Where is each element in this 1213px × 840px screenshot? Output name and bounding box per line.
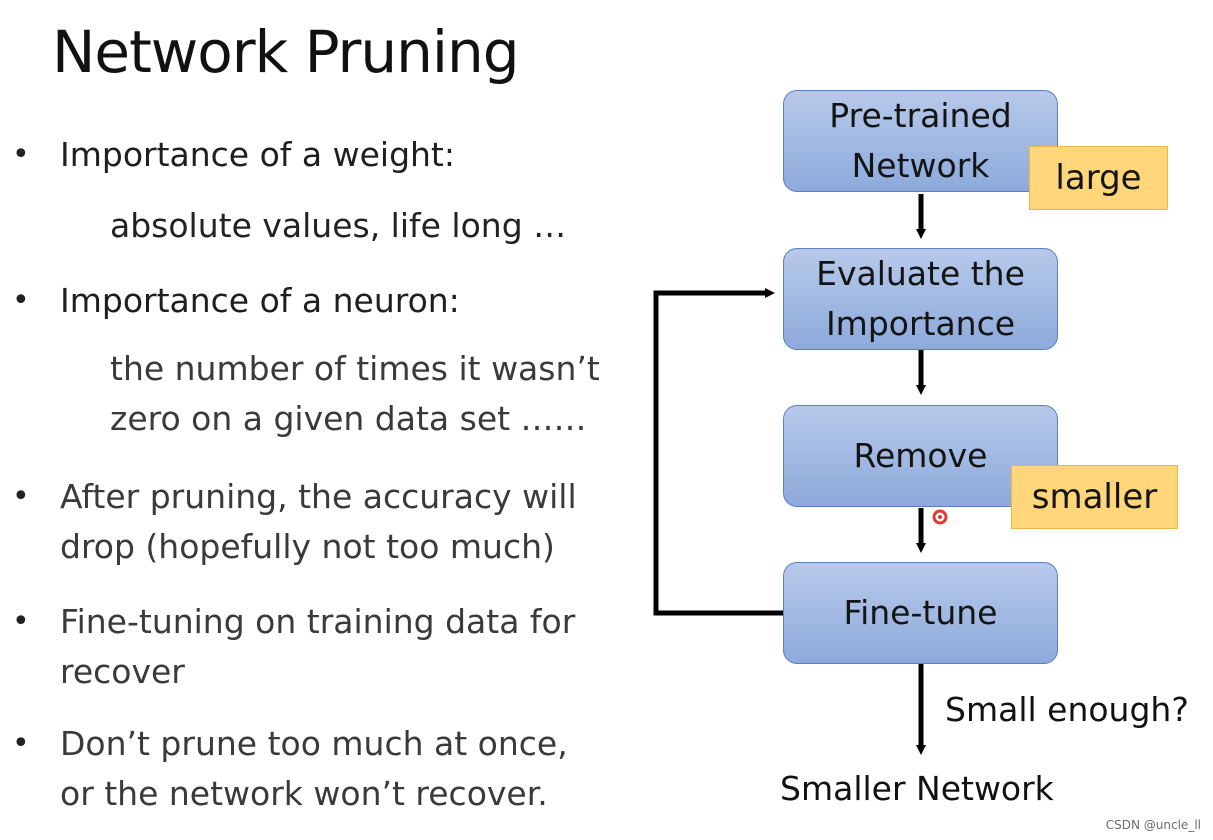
box-label-line2: Importance bbox=[825, 304, 1016, 343]
bullet-fine-tuning: • Fine-tuning on training data for recov… bbox=[12, 597, 576, 697]
sub-neuron-detail-line1: the number of times it wasn’t bbox=[110, 349, 600, 388]
result-smaller-network: Smaller Network bbox=[780, 769, 1054, 808]
bullet-dot-icon: • bbox=[12, 137, 30, 172]
bullet-dont-prune-too-much: • Don’t prune too much at once, or the n… bbox=[12, 719, 568, 819]
bullet-text-line2: recover bbox=[60, 652, 185, 691]
bullet-text-line2: or the network won’t recover. bbox=[60, 774, 548, 813]
bullet-dot-icon: • bbox=[12, 726, 30, 761]
box-label-line1: Evaluate the bbox=[816, 254, 1025, 293]
box-evaluate-importance: Evaluate the Importance bbox=[783, 248, 1058, 350]
slide-title: Network Pruning bbox=[52, 18, 520, 86]
bullet-text-line1: After pruning, the accuracy will bbox=[60, 477, 577, 516]
bullet-text-line1: Fine-tuning on training data for bbox=[60, 602, 576, 641]
bullet-text: Importance of a neuron: bbox=[60, 281, 460, 320]
box-label-line2: Network bbox=[851, 146, 990, 185]
cursor-dot-icon bbox=[932, 509, 948, 525]
sub-neuron-detail-line2: zero on a given data set …… bbox=[110, 399, 587, 438]
question-small-enough: Small enough? bbox=[945, 690, 1189, 729]
bullet-text-line1: Don’t prune too much at once, bbox=[60, 724, 568, 763]
box-pretrained-network: Pre-trained Network bbox=[783, 90, 1058, 192]
bullet-dot-icon: • bbox=[12, 479, 30, 514]
box-fine-tune: Fine-tune bbox=[783, 562, 1058, 664]
tag-smaller: smaller bbox=[1011, 465, 1178, 529]
bullet-weight-importance: • Importance of a weight: bbox=[12, 130, 455, 180]
bullet-dot-icon: • bbox=[12, 604, 30, 639]
bullet-text: Importance of a weight: bbox=[60, 135, 455, 174]
sub-weight-detail: absolute values, life long … bbox=[110, 206, 567, 245]
bullet-accuracy-drop: • After pruning, the accuracy will drop … bbox=[12, 472, 577, 572]
box-remove: Remove bbox=[783, 405, 1058, 507]
box-label-line1: Pre-trained bbox=[829, 96, 1012, 135]
arrow-loop-back bbox=[653, 288, 783, 616]
bullet-dot-icon: • bbox=[12, 283, 30, 318]
box-label: Remove bbox=[853, 436, 988, 475]
bullet-text-line2: drop (hopefully not too much) bbox=[60, 527, 555, 566]
box-label: Fine-tune bbox=[843, 593, 998, 632]
bullet-neuron-importance: • Importance of a neuron: bbox=[12, 276, 460, 326]
tag-large: large bbox=[1029, 146, 1168, 210]
watermark: CSDN @uncle_ll bbox=[1105, 818, 1201, 832]
